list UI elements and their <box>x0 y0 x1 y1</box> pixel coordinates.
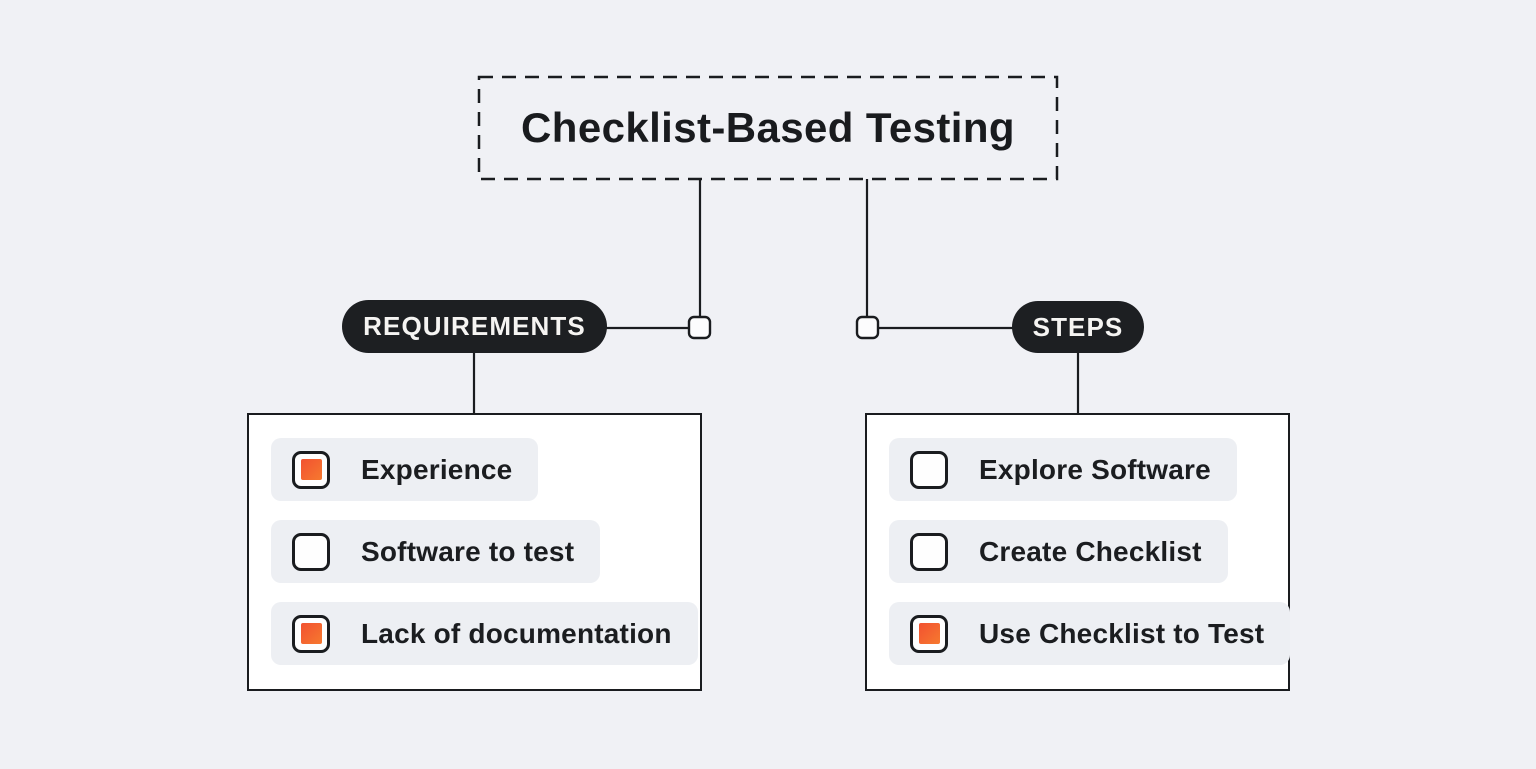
checkbox-icon <box>910 614 948 653</box>
checklist-item-label: Experience <box>361 453 513 485</box>
checkbox-fill <box>300 623 322 644</box>
branch-node-steps: STEPS <box>1012 301 1144 353</box>
checklist-item: Software to test <box>271 520 601 583</box>
checklist-item-label: Create Checklist <box>979 535 1202 567</box>
checklist-item: Create Checklist <box>889 520 1228 583</box>
checkbox-icon <box>292 532 330 571</box>
checkbox-icon <box>292 614 330 653</box>
checklist-item-label: Use Checklist to Test <box>979 617 1265 649</box>
junction-square-left <box>687 315 712 340</box>
checklist-item: Experience <box>271 438 539 501</box>
requirements-panel: Experience Software to test Lack of docu… <box>247 413 702 691</box>
diagram-title: Checklist-Based Testing <box>521 104 1015 151</box>
checklist-item: Use Checklist to Test <box>889 602 1291 665</box>
checkbox-icon <box>910 532 948 571</box>
branch-node-label: STEPS <box>1032 311 1124 342</box>
checklist-item-label: Explore Software <box>979 453 1211 485</box>
checklist-item: Lack of documentation <box>271 602 698 665</box>
title-box: Checklist-Based Testing <box>479 77 1057 179</box>
checklist-item-label: Software to test <box>361 535 575 567</box>
steps-panel: Explore Software Create Checklist Use Ch… <box>865 413 1291 691</box>
checkbox-fill <box>300 459 322 480</box>
branch-node-label: REQUIREMENTS <box>363 311 586 341</box>
checkbox-fill <box>918 623 940 644</box>
checkbox-icon <box>292 450 330 489</box>
title-dashed-border <box>477 75 1059 181</box>
junction-square-right <box>855 315 880 340</box>
branch-node-requirements: REQUIREMENTS <box>342 300 607 353</box>
checklist-item: Explore Software <box>889 438 1237 501</box>
checkbox-icon <box>910 450 948 489</box>
checklist-item-label: Lack of documentation <box>361 617 672 649</box>
